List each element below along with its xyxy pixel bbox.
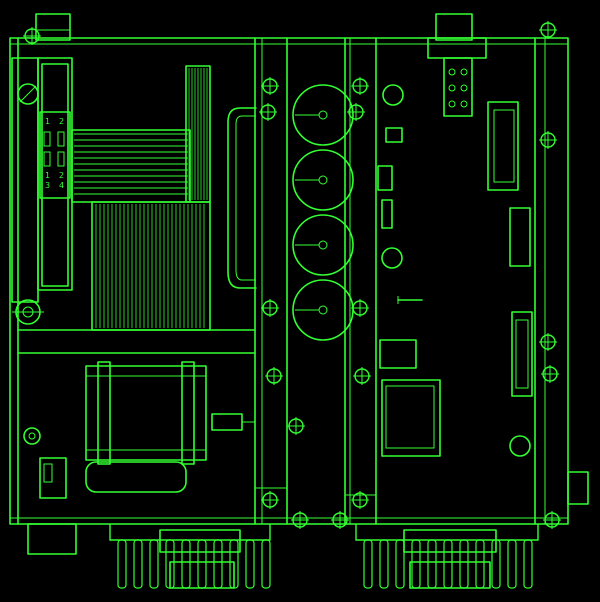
control-components (377, 84, 441, 457)
right-connectors (487, 101, 589, 505)
mounting-screws (23, 21, 561, 529)
heatsink-base (109, 524, 271, 541)
heatsink-fin (117, 539, 127, 589)
handle (227, 107, 257, 289)
terminal-label: 2 (59, 117, 64, 126)
terminal-label: 1 (45, 171, 50, 180)
terminal-label: 4 (59, 181, 64, 190)
heatsink-fin (133, 539, 143, 589)
top-right-connector (427, 13, 487, 117)
choke-assembly (23, 361, 255, 499)
heatsink-fin (149, 539, 159, 589)
heatsink-fin (395, 539, 405, 589)
heatsink-fin (261, 539, 271, 589)
line-art: 1 2 1 2 3 4 (9, 13, 589, 589)
terminal-label: 1 (45, 117, 50, 126)
top-left-bracket (35, 13, 71, 41)
left-rail: 1 2 1 2 3 4 (11, 57, 73, 325)
heatsink-fin (245, 539, 255, 589)
terminal-label: 3 (45, 181, 50, 190)
transformer-core (71, 65, 211, 331)
heatsink-fin (507, 539, 517, 589)
heatsink-fin (379, 539, 389, 589)
terminal-label: 2 (59, 171, 64, 180)
heatsink-fin (523, 539, 533, 589)
heatsinks (27, 523, 539, 589)
chassis-frame (9, 37, 569, 525)
heatsink-fin (363, 539, 373, 589)
